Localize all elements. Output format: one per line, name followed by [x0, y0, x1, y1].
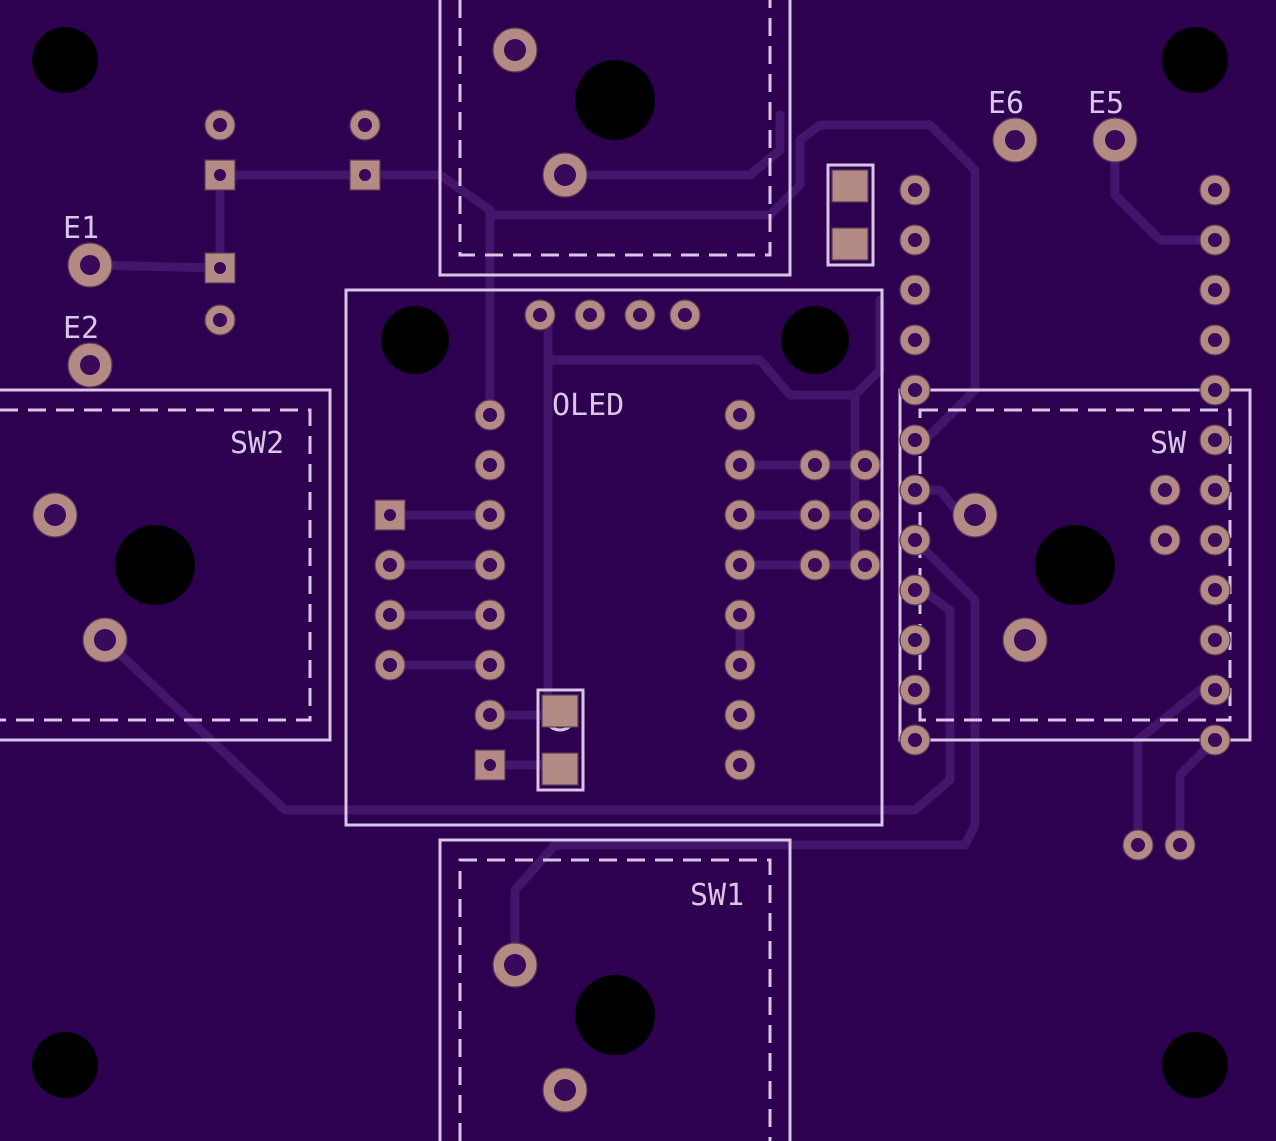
- switch-top-keepout: [458, 0, 772, 257]
- oled-outline: [344, 288, 884, 827]
- pad-drill: [808, 558, 822, 572]
- pad-drill: [908, 483, 922, 497]
- square-pads: [204, 159, 506, 781]
- pad-drill: [483, 408, 497, 422]
- pad-drill: [733, 758, 747, 772]
- pad-drill: [908, 283, 922, 297]
- pad-drill: [1208, 183, 1222, 197]
- pad-drill: [383, 608, 397, 622]
- label-e5: E5: [1088, 86, 1124, 121]
- pad-drill: [483, 708, 497, 722]
- pad-drill: [733, 408, 747, 422]
- pad-drill: [1208, 333, 1222, 347]
- sw2-outline: [0, 388, 332, 742]
- oled-mounting-hole: [381, 306, 449, 374]
- pad-drill: [908, 583, 922, 597]
- pad-drill: [383, 658, 397, 672]
- silkscreen-labels: E1 E2 E6 E5 OLED SW2 SW SW1: [63, 86, 1187, 913]
- pad-drill: [808, 508, 822, 522]
- pad-drill: [733, 608, 747, 622]
- label-e1: E1: [63, 211, 99, 246]
- pad-drill: [533, 308, 547, 322]
- sw-right-outline: [898, 388, 1252, 742]
- pad-drill: [1208, 733, 1222, 747]
- mounting-hole: [1162, 1032, 1228, 1098]
- pad-drill: [1208, 383, 1222, 397]
- pad-drill: [633, 308, 647, 322]
- pad-drill: [1208, 633, 1222, 647]
- smd-component-bottom-outline: [536, 688, 585, 792]
- switch-top-outline: [438, 0, 792, 277]
- oled-mounting-hole: [781, 306, 849, 374]
- mounting-hole: [32, 1032, 98, 1098]
- label-sw2: SW2: [230, 426, 284, 461]
- label-e6: E6: [988, 86, 1024, 121]
- pad-drill: [1158, 483, 1172, 497]
- pad-drill: [1208, 583, 1222, 597]
- sw1-keepout: [458, 858, 772, 1141]
- drill-holes: [32, 27, 1228, 1098]
- pad-drill: [483, 558, 497, 572]
- mounting-hole: [1162, 27, 1228, 93]
- smd-pads: [541, 169, 869, 786]
- pad-drill: [483, 608, 497, 622]
- sw-right-keepout: [918, 408, 1232, 722]
- pad-drill: [908, 733, 922, 747]
- pad-drill: [213, 118, 227, 132]
- pad-drill: [808, 458, 822, 472]
- label-oled: OLED: [552, 388, 624, 423]
- through-hole-pads: [204, 109, 1231, 861]
- pad-drill: [733, 708, 747, 722]
- pad-drill: [908, 183, 922, 197]
- sw2-keepout: [0, 408, 312, 722]
- pad-drill: [1208, 283, 1222, 297]
- pad-drill: [678, 308, 692, 322]
- pad-drill: [858, 458, 872, 472]
- pad-drill: [908, 433, 922, 447]
- sw2-center-hole: [115, 525, 195, 605]
- pad-drill: [858, 558, 872, 572]
- pad-drill: [1158, 533, 1172, 547]
- pad-drill: [483, 658, 497, 672]
- pad-drill: [1208, 683, 1222, 697]
- pad-drill: [1208, 533, 1222, 547]
- label-sw: SW: [1150, 426, 1187, 461]
- pad-drill: [383, 558, 397, 572]
- pad-drill: [908, 683, 922, 697]
- pad-drill: [483, 458, 497, 472]
- pad-drill: [1208, 233, 1222, 247]
- pad-drill: [1208, 433, 1222, 447]
- label-e2: E2: [63, 311, 99, 346]
- switch-pads: [32, 27, 1048, 1113]
- pad-drill: [908, 333, 922, 347]
- pad-drill: [908, 533, 922, 547]
- pad-drill: [483, 508, 497, 522]
- pad-drill: [733, 508, 747, 522]
- sw1-center-hole: [575, 975, 655, 1055]
- smd-component-top-outline: [826, 163, 875, 267]
- mounting-hole: [32, 27, 98, 93]
- switch-top-center-hole: [575, 60, 655, 140]
- pad-drill: [583, 308, 597, 322]
- pad-drill: [1173, 838, 1187, 852]
- sw1-outline: [438, 838, 792, 1141]
- pad-drill: [908, 233, 922, 247]
- pad-drill: [1131, 838, 1145, 852]
- encoder-pads: [67, 117, 1138, 388]
- pad-drill: [733, 558, 747, 572]
- pad-drill: [733, 458, 747, 472]
- pad-drill: [358, 118, 372, 132]
- label-sw1: SW1: [690, 878, 744, 913]
- pad-drill: [908, 383, 922, 397]
- sw-right-center-hole: [1035, 525, 1115, 605]
- pad-drill: [858, 508, 872, 522]
- pad-drill: [733, 658, 747, 672]
- pad-drill: [1208, 483, 1222, 497]
- pad-drill: [213, 313, 227, 327]
- pad-drill: [908, 633, 922, 647]
